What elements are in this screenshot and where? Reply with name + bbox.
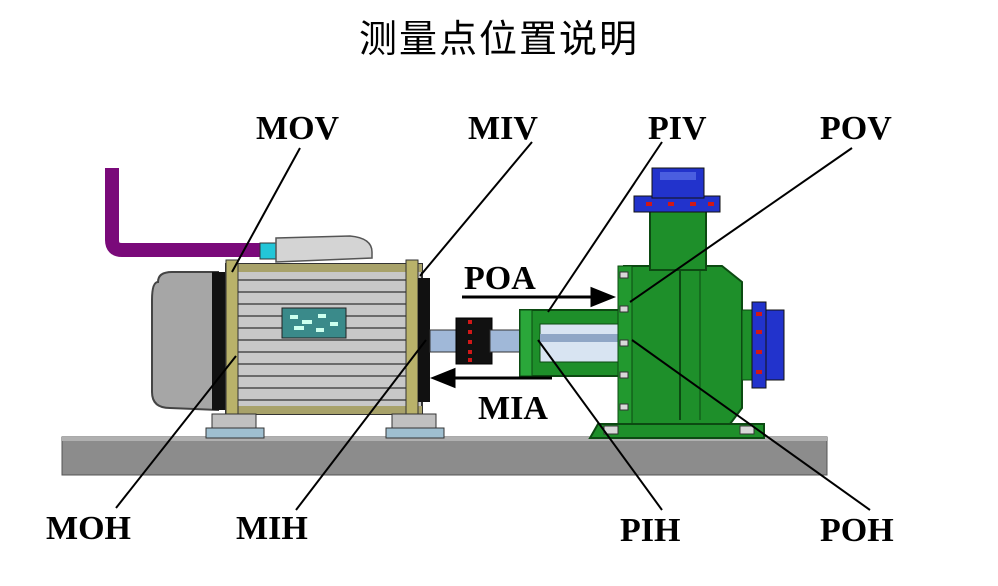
- base-plate: [61, 436, 828, 476]
- leader-mih: [295, 339, 427, 511]
- label-mia: MIA: [478, 390, 548, 427]
- label-pih: PIH: [620, 512, 681, 549]
- pump-shaft: [489, 329, 525, 353]
- coupling: [455, 317, 493, 365]
- label-moh: MOH: [46, 510, 131, 547]
- leader-moh: [115, 355, 237, 509]
- label-mih: MIH: [236, 510, 308, 547]
- label-poh: POH: [820, 512, 894, 549]
- leader-piv: [547, 141, 663, 313]
- motor-front-flange: [418, 278, 430, 402]
- conduit-connector: [259, 242, 277, 260]
- mia-arrow: [429, 367, 552, 389]
- leader-pih: [537, 339, 663, 511]
- label-pov: POV: [820, 110, 892, 147]
- leader-poh: [631, 339, 871, 511]
- motor-band-left: [225, 259, 239, 419]
- terminal-box: [275, 235, 373, 263]
- label-poa: POA: [464, 260, 536, 297]
- label-miv: MIV: [468, 110, 538, 147]
- conduit-pipe: [105, 168, 262, 257]
- leader-lines: [115, 141, 871, 511]
- pump-foot: [588, 423, 765, 439]
- pump-casing: [623, 265, 743, 425]
- label-piv: PIV: [648, 110, 707, 147]
- diagram-title: 测量点位置说明: [358, 17, 639, 61]
- poa-arrow: [462, 286, 617, 308]
- motor-band-right: [405, 259, 419, 419]
- suction-cap: [765, 309, 785, 381]
- leader-mov: [231, 147, 301, 273]
- motor-fins: [226, 279, 422, 401]
- label-mov: MOV: [256, 110, 340, 147]
- discharge-neck: [649, 207, 707, 271]
- leader-miv: [419, 141, 533, 277]
- motor-end-cap: [151, 271, 219, 412]
- leader-pov: [629, 147, 853, 303]
